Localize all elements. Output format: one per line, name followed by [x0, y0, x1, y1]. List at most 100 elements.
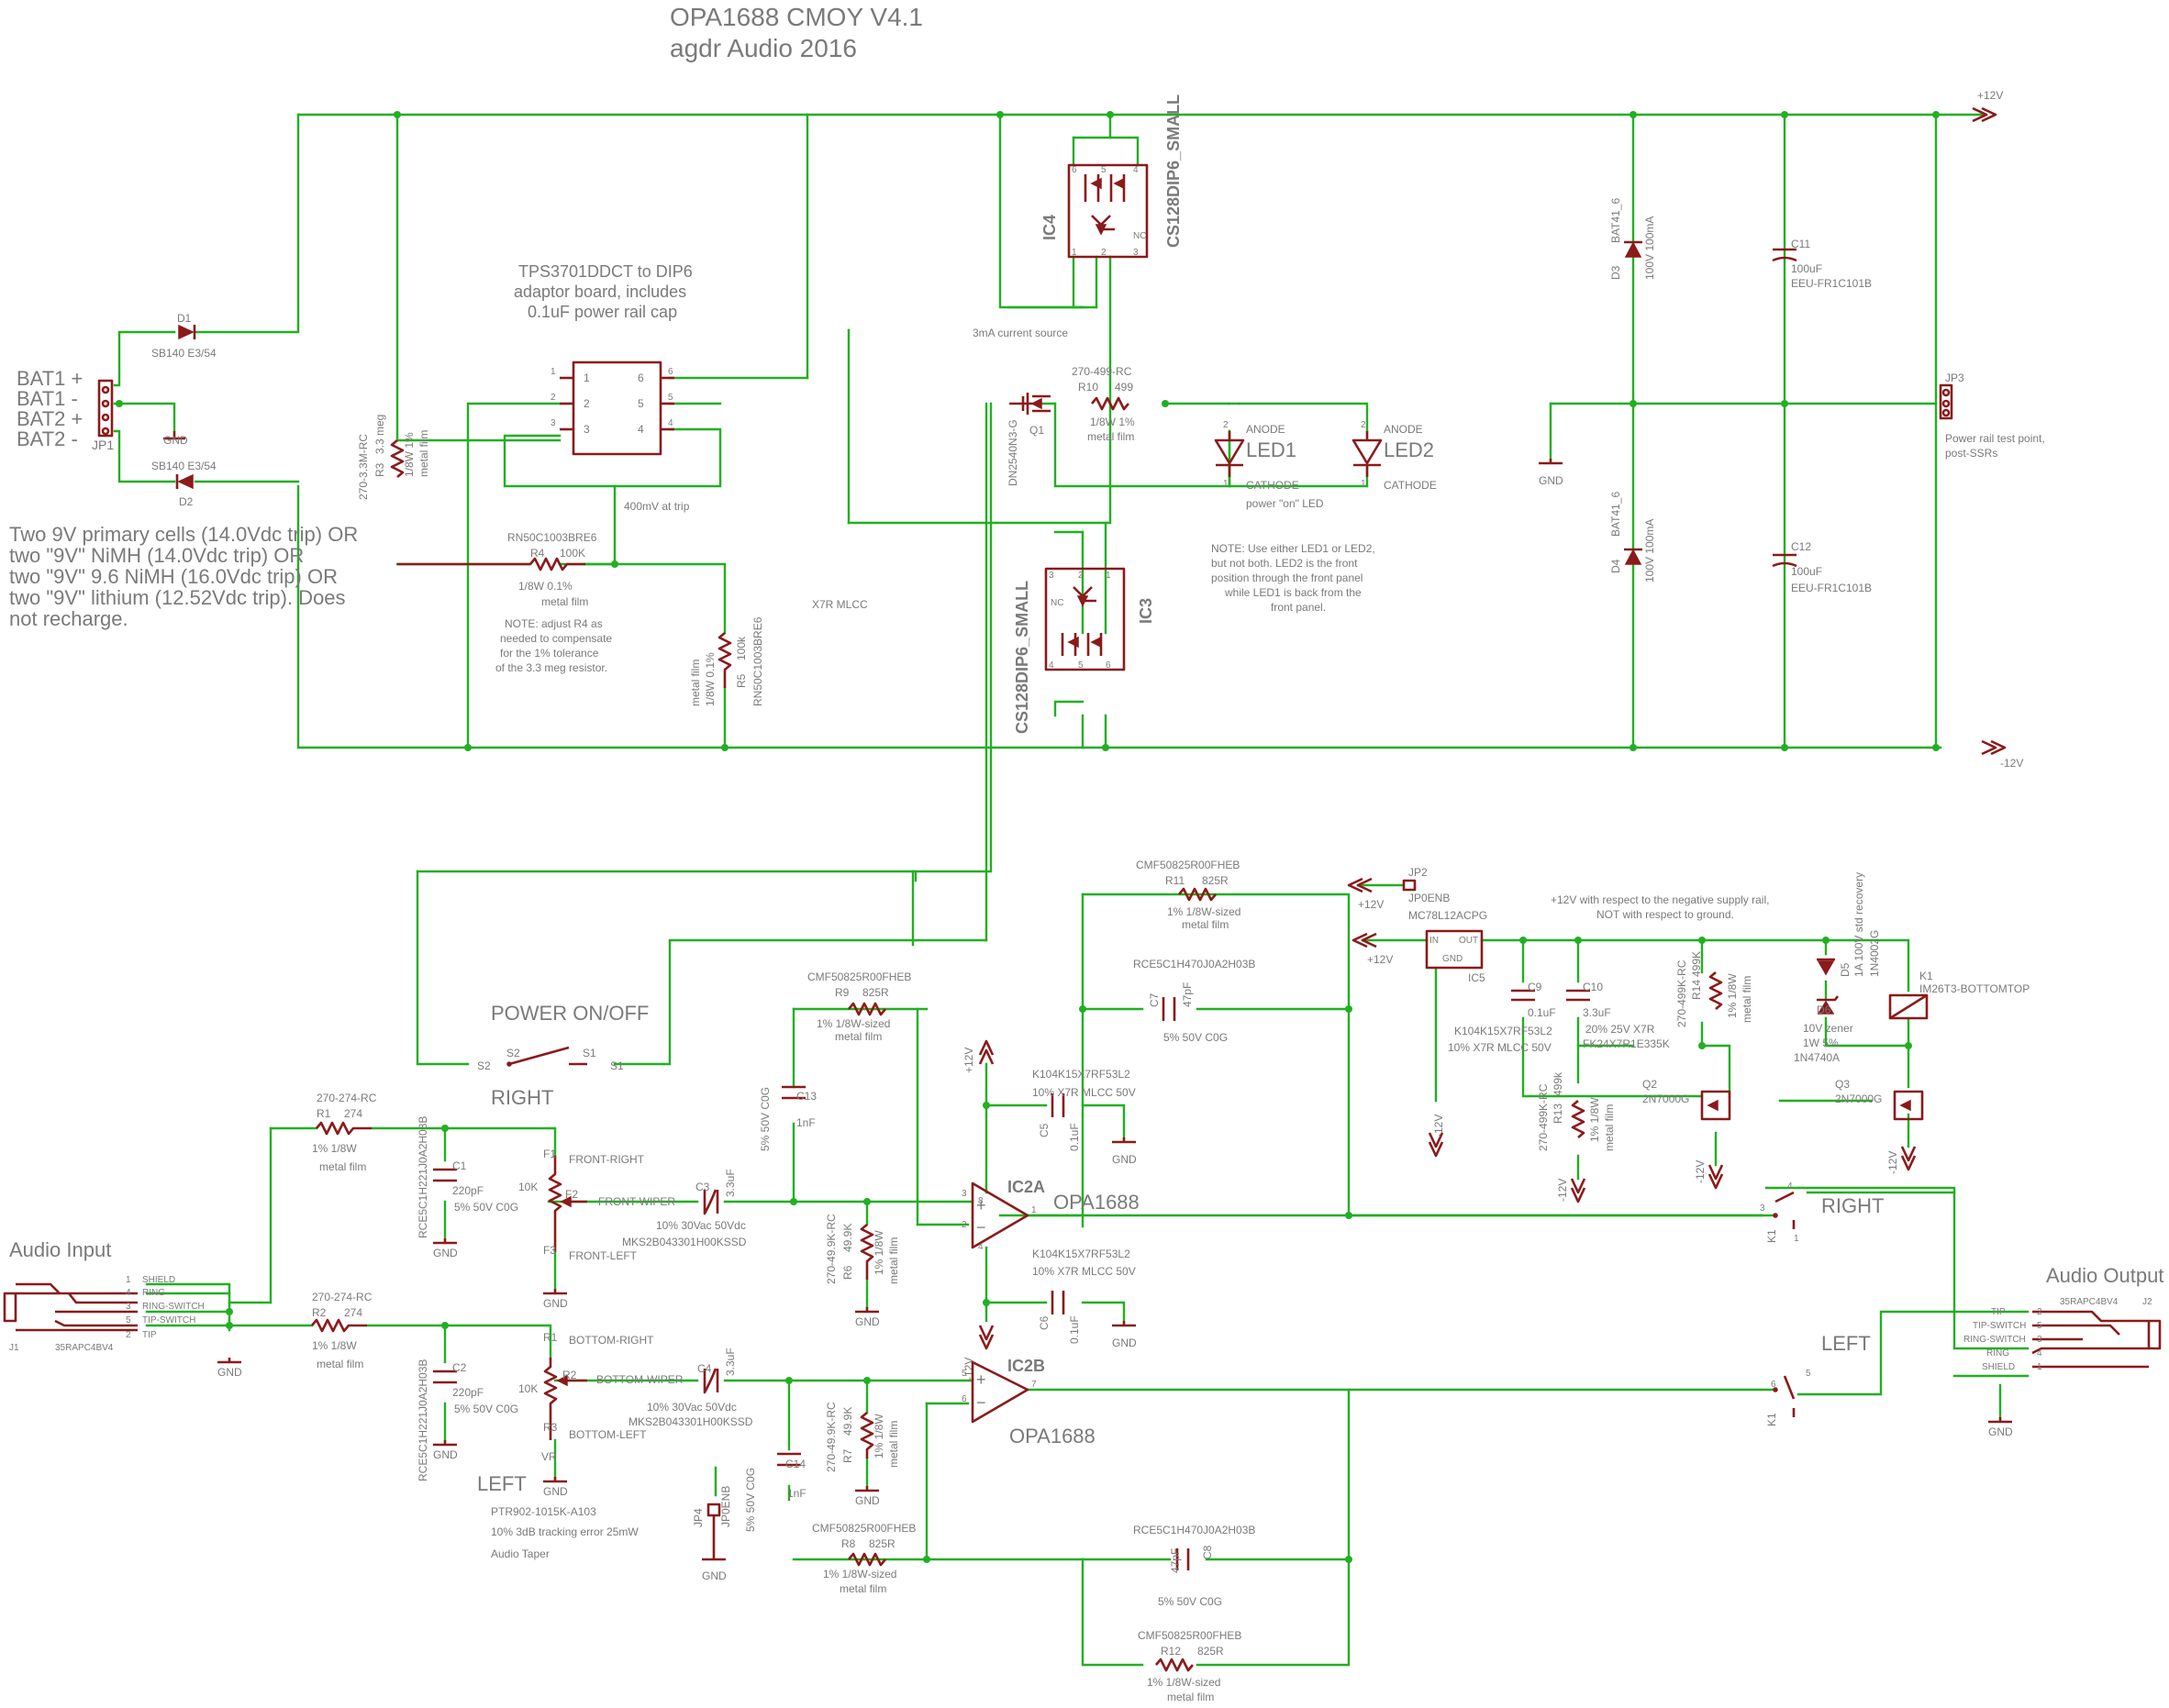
schematic-label: 10K	[518, 1181, 538, 1193]
schematic-label: 3	[1760, 1203, 1765, 1214]
schematic-trace	[1347, 877, 1373, 893]
schematic-label: 5% 50V C0G	[744, 1468, 757, 1532]
schematic-label: R10	[1078, 381, 1098, 394]
schematic-label: OUT	[1459, 936, 1478, 946]
schematic-label: 1	[1794, 1234, 1799, 1244]
schematic-label: C6	[1038, 1315, 1051, 1330]
schematic-trace	[1081, 1104, 1126, 1139]
schematic-label: SHIELD	[1982, 1362, 2015, 1372]
power-switch: POWER ON/OFF S2 S2 S1 S1	[477, 1002, 649, 1072]
schematic-trace	[1774, 1191, 1796, 1229]
schematic-label: 3	[2037, 1335, 2042, 1345]
schematic-junction	[721, 744, 729, 751]
schematic-trace	[1700, 1044, 1731, 1098]
schematic-label: 3	[551, 418, 556, 428]
schematic-label: 1	[1361, 479, 1366, 489]
battery-note-3: two "9V" 9.6 NiMH (16.0Vdc trip) OR	[9, 565, 338, 588]
schematic-label: power "on" LED	[1246, 497, 1324, 510]
schematic-label: 3	[584, 423, 590, 436]
schematic-label: 100k	[735, 636, 748, 660]
schematic-label: 47pF	[1169, 1548, 1182, 1573]
schematic-junction	[226, 1322, 233, 1329]
schematic-trace	[1796, 1186, 2030, 1350]
schematic-label: metal film	[417, 430, 430, 477]
schematic-trace	[777, 1452, 801, 1467]
schematic-label: 5	[2037, 1321, 2042, 1331]
schematic-trace	[433, 1370, 457, 1384]
schematic-trace	[1817, 995, 1840, 1002]
schematic-label: K1	[1765, 1229, 1778, 1243]
schematic-trace	[1162, 997, 1176, 1021]
schematic-label: R3	[373, 462, 386, 477]
schematic-trace	[855, 1486, 879, 1492]
schematic-trace	[1708, 971, 1723, 1010]
schematic-label: adaptor board, includes	[514, 283, 686, 301]
schematic-symbol	[1707, 1099, 1719, 1112]
schematic-trace	[397, 557, 585, 571]
schematic-junction	[983, 1299, 990, 1306]
schematic-label: -12V	[1432, 1115, 1445, 1137]
schematic-box	[3, 1292, 17, 1323]
schematic-junction	[1574, 937, 1582, 944]
schematic-label: 100V 100mA	[1643, 216, 1656, 280]
schematic-trace	[543, 1477, 567, 1483]
schematic-trace	[848, 1002, 886, 1016]
schematic-label: R7	[841, 1448, 854, 1463]
capacitor-c3: C3 3.3uF 10% 30Vac 50Vdc MKS2B043301H00K…	[622, 1169, 747, 1248]
resistor-r4: RN50C1003BRE6 R4 100K 1/8W 0.1% metal fi…	[397, 531, 612, 674]
schematic-label: 3.3uF	[1583, 1006, 1611, 1019]
schematic-label: 499k	[1552, 1071, 1564, 1096]
schematic-label: 35RAPC4BV4	[55, 1343, 114, 1353]
schematic-trace	[860, 1224, 874, 1280]
schematic-symbol	[177, 473, 194, 490]
schematic-trace	[1428, 1132, 1444, 1158]
led-note: NOTE: Use either LED1 or LED2, but not b…	[1211, 542, 1375, 614]
schematic-label: NOTE: Use either LED1 or LED2,	[1211, 542, 1375, 555]
resistor-r7: 270-49.9K-RC R7 49.9K 1% 1/8W metal film…	[825, 1402, 900, 1507]
schematic-label: 0.1uF	[1068, 1315, 1081, 1344]
schematic-label: R11	[1165, 874, 1185, 887]
schematic-label: 1	[584, 372, 590, 384]
schematic-label: 4	[978, 1242, 984, 1252]
schematic-label: JP3	[1945, 372, 1964, 384]
schematic-trace	[365, 1324, 552, 1359]
schematic-label: C1	[452, 1159, 467, 1172]
schematic-label: 1	[551, 367, 556, 377]
schematic-junction	[101, 427, 110, 436]
schematic-label: NC	[1051, 598, 1063, 608]
capacitor-c10: C10 3.3uF 20% 25V X7R FK24X7R1E335K	[1566, 981, 1670, 1050]
schematic-label: EEU-FR1C101B	[1791, 582, 1872, 594]
schematic-symbol	[971, 1360, 1029, 1424]
schematic-label: R5	[735, 673, 748, 688]
schematic-label: 270-3.3M-RC	[357, 434, 370, 500]
schematic-label: 100uF	[1791, 565, 1822, 578]
schematic-label: LED1	[1246, 438, 1296, 461]
schematic-trace	[1112, 1137, 1136, 1144]
schematic-trace	[508, 1046, 587, 1066]
schematic-label: D6	[1817, 1004, 1831, 1016]
schematic-label: 825R	[1202, 874, 1229, 887]
diode-d5: D5 1A 100V std recovery 1N4002G	[1817, 872, 1881, 977]
schematic-label: 47pF	[1181, 982, 1194, 1007]
schematic-label: 1	[1072, 248, 1077, 258]
schematic-label: S1	[583, 1047, 596, 1059]
schematic-label: 1nF	[796, 1116, 816, 1129]
schematic-label: MC78L12ACPG	[1408, 909, 1487, 922]
schematic-junction	[226, 1308, 233, 1315]
schematic-label: 8	[978, 1196, 984, 1206]
schematic-junction	[1519, 937, 1527, 944]
schematic-trace	[855, 1307, 879, 1314]
schematic-trace	[1112, 1321, 1136, 1327]
schematic-label: 220pF	[452, 1386, 484, 1399]
battery-note-1: Two 9V primary cells (14.0Vdc trip) OR	[9, 523, 358, 546]
schematic-label: 3.3uF	[724, 1169, 737, 1197]
schematic-junction	[1630, 111, 1637, 118]
schematic-label: C11	[1791, 238, 1810, 250]
schematic-label: R6	[841, 1265, 854, 1280]
pos12-rail-label: +12V	[1977, 89, 2003, 102]
schematic-label: 5% 50V C0G	[454, 1201, 518, 1214]
schematic-label: metal film	[1087, 430, 1134, 443]
schematic-label: D5	[1839, 962, 1852, 977]
schematic-label: CMF50825R00FHEB	[1136, 859, 1240, 871]
led-1: ANODE LED1 CATHODE 2 1 power "on" LED	[1214, 420, 1324, 510]
